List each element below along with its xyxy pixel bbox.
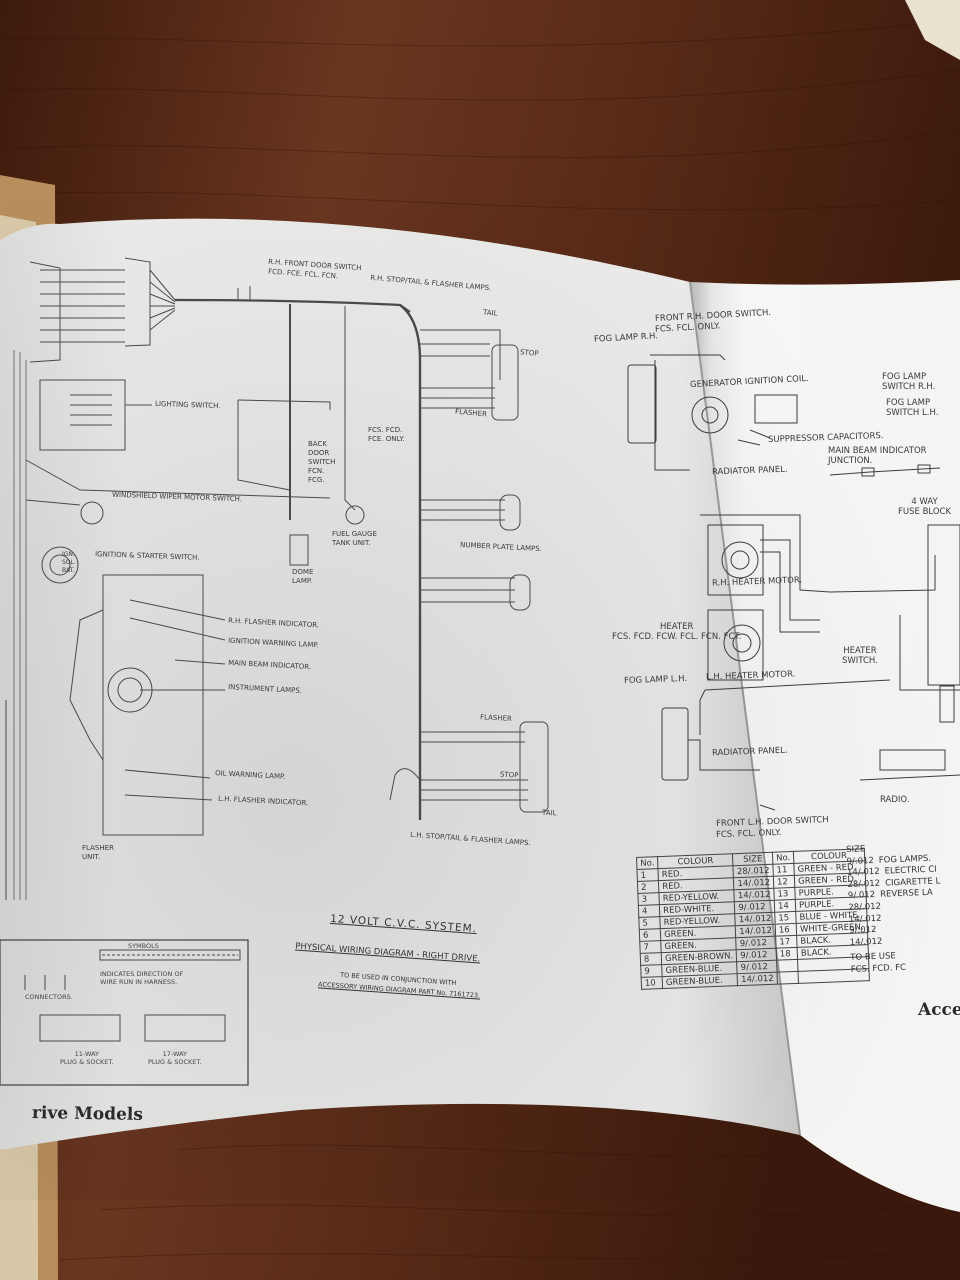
size-value: 14/.012 bbox=[849, 936, 883, 948]
cable-no-2 bbox=[777, 971, 799, 985]
heater-switch-label: HEATER SWITCH. bbox=[842, 646, 878, 666]
cable-no: 6 bbox=[639, 928, 661, 942]
cable-no: 8 bbox=[640, 952, 662, 966]
symbols-heading: SYMBOLS bbox=[128, 942, 159, 950]
cable-no-2: 15 bbox=[774, 911, 797, 925]
size-value: 9/.012 bbox=[847, 890, 876, 902]
size-value: 28/.012 bbox=[848, 901, 882, 913]
radio-label: RADIO. bbox=[880, 795, 910, 805]
front-lh-models-label: FCS. FCL. ONLY. bbox=[715, 827, 782, 841]
lh-tail-label: TAIL bbox=[541, 808, 557, 818]
symbols-plug17: 17-WAY PLUG & SOCKET. bbox=[148, 1050, 202, 1066]
size-value: 28/.012 bbox=[847, 878, 881, 890]
cable-no-2 bbox=[776, 959, 799, 973]
left-page-footer: rive Models bbox=[31, 1103, 144, 1125]
flasher-unit-label: FLASHER UNIT. bbox=[82, 844, 114, 861]
fog-lamp-switch-lh-label: FOG LAMP SWITCH L.H. bbox=[886, 398, 939, 418]
header-no: No. bbox=[636, 856, 659, 870]
size-value: 14/.012 bbox=[848, 913, 882, 925]
symbols-direction: INDICATES DIRECTION OF WIRE RUN IN HARNE… bbox=[100, 970, 184, 986]
four-way-fuse-block-label: 4 WAY FUSE BLOCK bbox=[898, 497, 952, 517]
size-value: 14/.012 bbox=[846, 866, 880, 879]
size-note: CIGARETTE L bbox=[884, 876, 941, 889]
main-beam-indicator-junction-label: MAIN BEAM INDICATOR JUNCTION. bbox=[828, 446, 927, 466]
cable-no: 10 bbox=[641, 976, 663, 990]
ignition-terminals-label: IGN. SOL. BAT. bbox=[62, 551, 76, 574]
cable-no-2: 14 bbox=[774, 899, 796, 913]
size-row: 14/.012 bbox=[850, 934, 943, 949]
fuel-gauge-label: FUEL GAUGE TANK UNIT. bbox=[332, 530, 377, 547]
tail-label: TAIL bbox=[482, 308, 498, 318]
size-note: FOG LAMPS. bbox=[878, 853, 932, 866]
size-value: 9/.012 bbox=[846, 855, 875, 867]
cable-no: 9 bbox=[640, 964, 663, 978]
symbols-plug11: 11-WAY PLUG & SOCKET. bbox=[60, 1050, 114, 1066]
fog-lamp-lh-label: FOG LAMP L.H. bbox=[623, 673, 688, 687]
cable-no: 2 bbox=[637, 880, 660, 894]
cable-no: 3 bbox=[637, 892, 660, 906]
header-no-2: No. bbox=[772, 851, 794, 865]
stop-label: STOP bbox=[519, 348, 539, 358]
fog-lamp-switch-rh-label: FOG LAMP SWITCH R.H. bbox=[882, 372, 936, 392]
cable-no: 4 bbox=[638, 904, 660, 918]
lh-stop-label: STOP bbox=[499, 770, 519, 780]
cable-no-2: 11 bbox=[772, 863, 795, 877]
cable-colour: GREEN-BLUE. bbox=[662, 973, 738, 989]
right-page-footer: Acces bbox=[918, 1000, 960, 1020]
cable-size: 14/.012 bbox=[737, 972, 778, 986]
cable-no: 5 bbox=[638, 916, 661, 930]
cable-no-2: 17 bbox=[775, 935, 798, 949]
heater-models-label: HEATER FCS. FCD. FCW. FCL. FCN. FCT. bbox=[612, 622, 742, 642]
size-note: REVERSE LA bbox=[879, 888, 933, 901]
cable-no-2: 18 bbox=[776, 947, 798, 961]
size-note: ELECTRIC CI bbox=[884, 864, 937, 877]
cable-no: 7 bbox=[639, 940, 662, 954]
cable-no: 1 bbox=[636, 868, 659, 882]
cable-no-2: 12 bbox=[773, 875, 795, 889]
symbols-connectors: CONNECTORS. bbox=[25, 993, 73, 1001]
back-door-switch-label: BACK DOOR SWITCH FCN. FCG. bbox=[308, 440, 336, 484]
dome-lamp-label: DOME LAMP. bbox=[292, 568, 314, 585]
cable-no-2: 16 bbox=[775, 923, 797, 937]
cable-no-2: 13 bbox=[773, 887, 796, 901]
size-value: 9/.012 bbox=[849, 925, 877, 937]
fcs-fcd-fce-label: FCS. FCD. FCE. ONLY. bbox=[368, 426, 405, 443]
